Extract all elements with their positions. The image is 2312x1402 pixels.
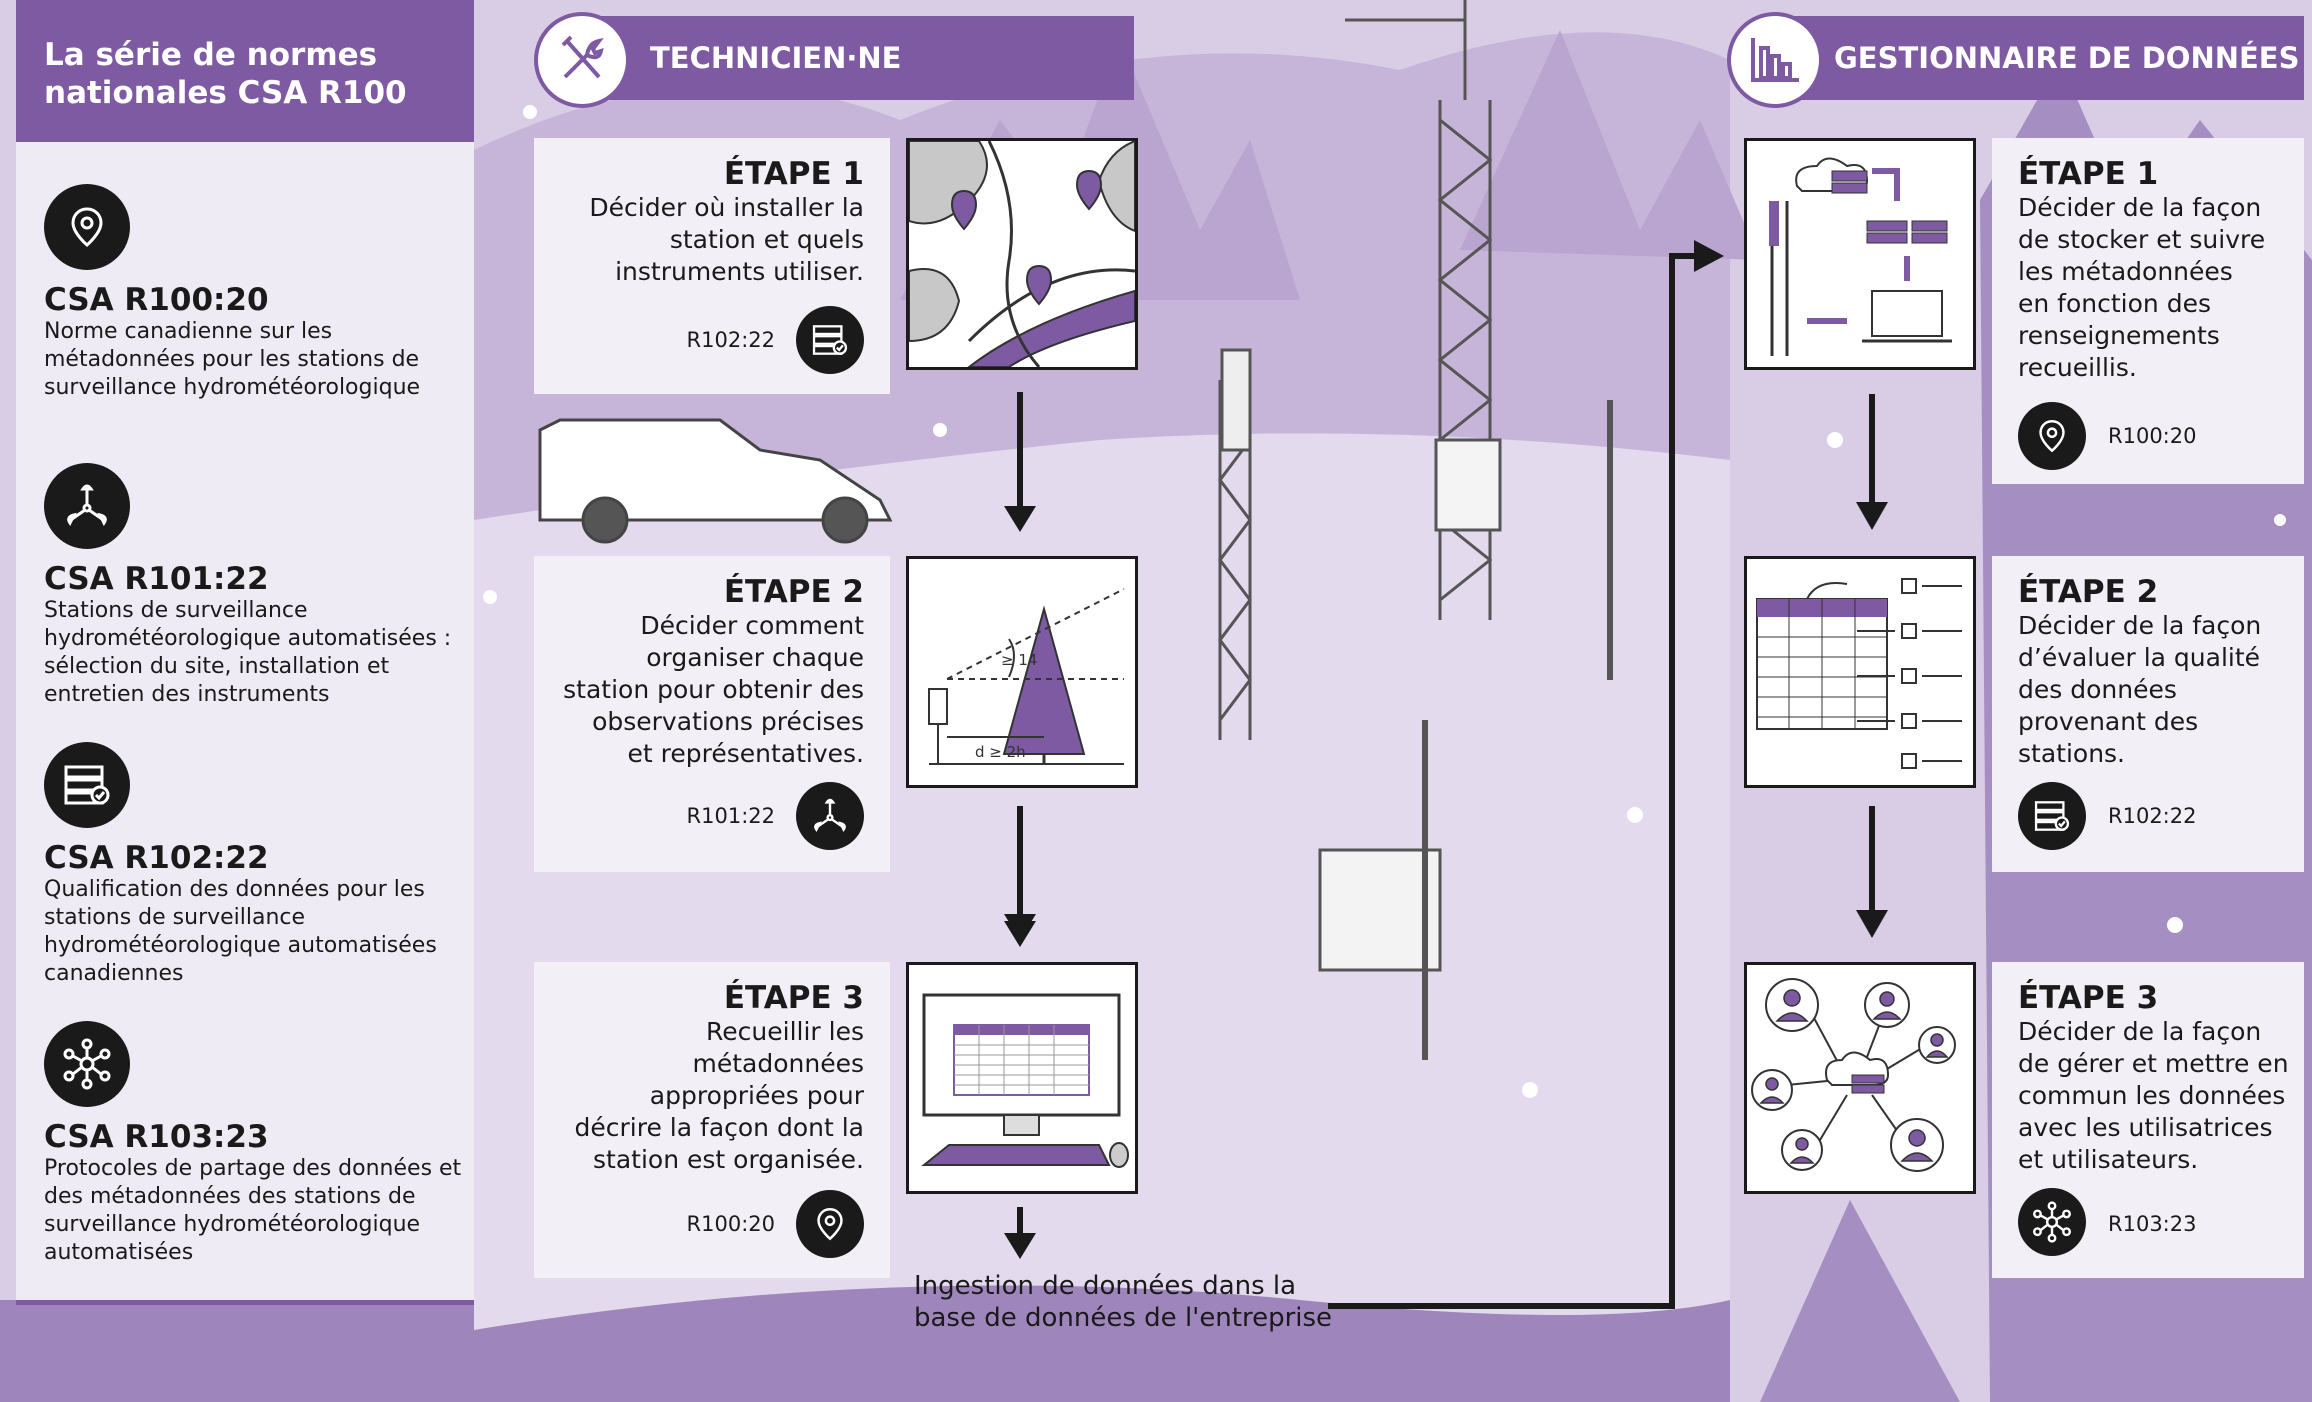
step-text-line: observations précises <box>592 707 864 736</box>
step-text-line: de gérer et mettre en <box>2018 1049 2289 1078</box>
data-manager-flow-arrows <box>1856 394 1888 938</box>
standard-r100: CSA R100:20 Norme canadienne sur les mét… <box>44 184 464 402</box>
step-text-line: décrire la façon dont la <box>574 1113 864 1142</box>
storage-flow-illustration <box>1744 138 1976 370</box>
step-text-line: les métadonnées <box>2018 257 2233 286</box>
step-text-line: métadonnées <box>692 1049 865 1078</box>
standard-description: Qualification des données pour les stati… <box>44 877 437 986</box>
step-text-line: stations. <box>2018 739 2126 768</box>
step-title: ÉTAPE 1 <box>723 156 864 192</box>
step-title: ÉTAPE 1 <box>2018 156 2159 192</box>
server-check-icon <box>44 742 130 828</box>
anemometer-icon <box>44 463 130 549</box>
standards-panel-title: La série de normes nationales CSA R100 <box>44 37 407 111</box>
step-text-line: Recueillir les <box>706 1017 864 1046</box>
step-text-line: Décider de la façon <box>2018 1017 2262 1046</box>
step-text-line: provenant des <box>2018 707 2199 736</box>
data-manager-step-2-card: ÉTAPE 2 Décider de la façon d’évaluer la… <box>1992 556 2304 872</box>
anemometer-icon <box>796 782 864 850</box>
standards-panel-header: La série de normes nationales CSA R100 <box>16 0 474 142</box>
step-text-line: organiser chaque <box>646 643 864 672</box>
technician-step3-arrow <box>1004 1207 1036 1259</box>
step-text-line: en fonction des <box>2018 289 2211 318</box>
technician-step-2-card: ÉTAPE 2 Décider comment organiser chaque… <box>534 556 890 872</box>
step-text-line: Décider de la façon <box>2018 611 2262 640</box>
network-icon <box>44 1021 130 1107</box>
step-title: ÉTAPE 3 <box>2018 980 2159 1016</box>
step-text-line: Décider de la façon <box>2018 193 2262 222</box>
technician-step-1-card: ÉTAPE 1 Décider où installer la station … <box>534 138 890 394</box>
map-illustration <box>906 138 1138 370</box>
standard-description: Norme canadienne sur les métadonnées pou… <box>44 319 421 400</box>
data-manager-step-1-card: ÉTAPE 1 Décider de la façon de stocker e… <box>1992 138 2304 484</box>
step-text-line: et représentatives. <box>627 739 865 768</box>
distance-label: d ≥ 2h <box>975 743 1026 761</box>
technician-header-bar <box>583 16 1134 100</box>
ingestion-connector-arrow <box>1328 240 1724 1309</box>
tools-icon <box>534 12 630 108</box>
step-text-line: d’évaluer la qualité <box>2018 643 2261 672</box>
standard-code: CSA R101:22 <box>44 561 269 597</box>
technician-step2-arrow <box>1004 807 1036 947</box>
step-text-line: et utilisateurs. <box>2018 1145 2199 1174</box>
step-text-line: Décider comment <box>640 611 864 640</box>
standard-ref: R100:20 <box>2108 424 2197 448</box>
standard-code: CSA R102:22 <box>44 840 269 876</box>
standard-code: CSA R103:23 <box>44 1119 269 1155</box>
angle-label: ≥ 14 <box>1001 651 1037 669</box>
standard-ref: R100:20 <box>686 1212 775 1236</box>
standard-code: CSA R100:20 <box>44 282 269 318</box>
step-text-line: avec les utilisatrices <box>2018 1113 2273 1142</box>
step-text-line: station est organisée. <box>593 1145 864 1174</box>
step-text-line: station pour obtenir des <box>563 675 864 704</box>
step-text-line: commun les données <box>2018 1081 2286 1110</box>
location-pin-icon <box>2018 402 2086 470</box>
step-title: ÉTAPE 2 <box>723 574 864 610</box>
standard-ref: R103:23 <box>2108 1212 2197 1236</box>
network-icon <box>2018 1188 2086 1256</box>
step-title: ÉTAPE 3 <box>723 980 864 1016</box>
quality-table-illustration <box>1744 556 1976 788</box>
lattice-tower <box>1345 0 1493 620</box>
step-text-line: des données <box>2018 675 2177 704</box>
step-title: ÉTAPE 2 <box>2018 574 2159 610</box>
standard-description: Protocoles de partage des données et des… <box>44 1156 462 1265</box>
step-text-line: appropriées pour <box>649 1081 864 1110</box>
technician-step-3-card: ÉTAPE 3 Recueillir les métadonnées appro… <box>534 962 890 1278</box>
standard-r101: CSA R101:22 Stations de surveillance hyd… <box>44 463 464 709</box>
data-manager-header-bar <box>1778 16 2304 100</box>
standards-panel: La série de normes nationales CSA R100 C… <box>16 0 474 1305</box>
standard-r103: CSA R103:23 Protocoles de partage des do… <box>44 1021 464 1267</box>
user-network-illustration <box>1744 962 1976 1194</box>
step-text-line: recueillis. <box>2018 353 2137 382</box>
step-text-line: Décider où installer la <box>589 193 864 222</box>
step-text-line: instruments utiliser. <box>615 257 864 286</box>
server-check-icon <box>796 306 864 374</box>
ingestion-label: Ingestion de données dans la base de don… <box>914 1271 1333 1333</box>
standard-ref: R102:22 <box>2108 804 2197 828</box>
data-manager-role-label: GESTIONNAIRE DE DONNÉES <box>1834 41 2300 75</box>
step-text-line: de stocker et suivre <box>2018 225 2266 254</box>
standard-ref: R101:22 <box>686 804 775 828</box>
standard-description: Stations de surveillance hydrométéorolog… <box>44 598 452 707</box>
standard-r102: CSA R102:22 Qualification des données po… <box>44 742 464 988</box>
bar-chart-icon <box>1727 12 1823 108</box>
pickup-truck <box>538 418 893 544</box>
technician-role-label: TECHNICIEN·NE <box>650 41 902 75</box>
standard-ref: R102:22 <box>686 328 775 352</box>
location-pin-icon <box>44 184 130 270</box>
siting-diagram-illustration: ≥ 14 d ≥ 2h <box>906 556 1138 788</box>
step-text-line: station et quels <box>669 225 864 254</box>
server-check-icon <box>2018 782 2086 850</box>
data-manager-step-3-card: ÉTAPE 3 Décider de la façon de gérer et … <box>1992 962 2304 1278</box>
location-pin-icon <box>796 1190 864 1258</box>
step-text-line: renseignements <box>2018 321 2220 350</box>
computer-illustration <box>906 962 1138 1194</box>
